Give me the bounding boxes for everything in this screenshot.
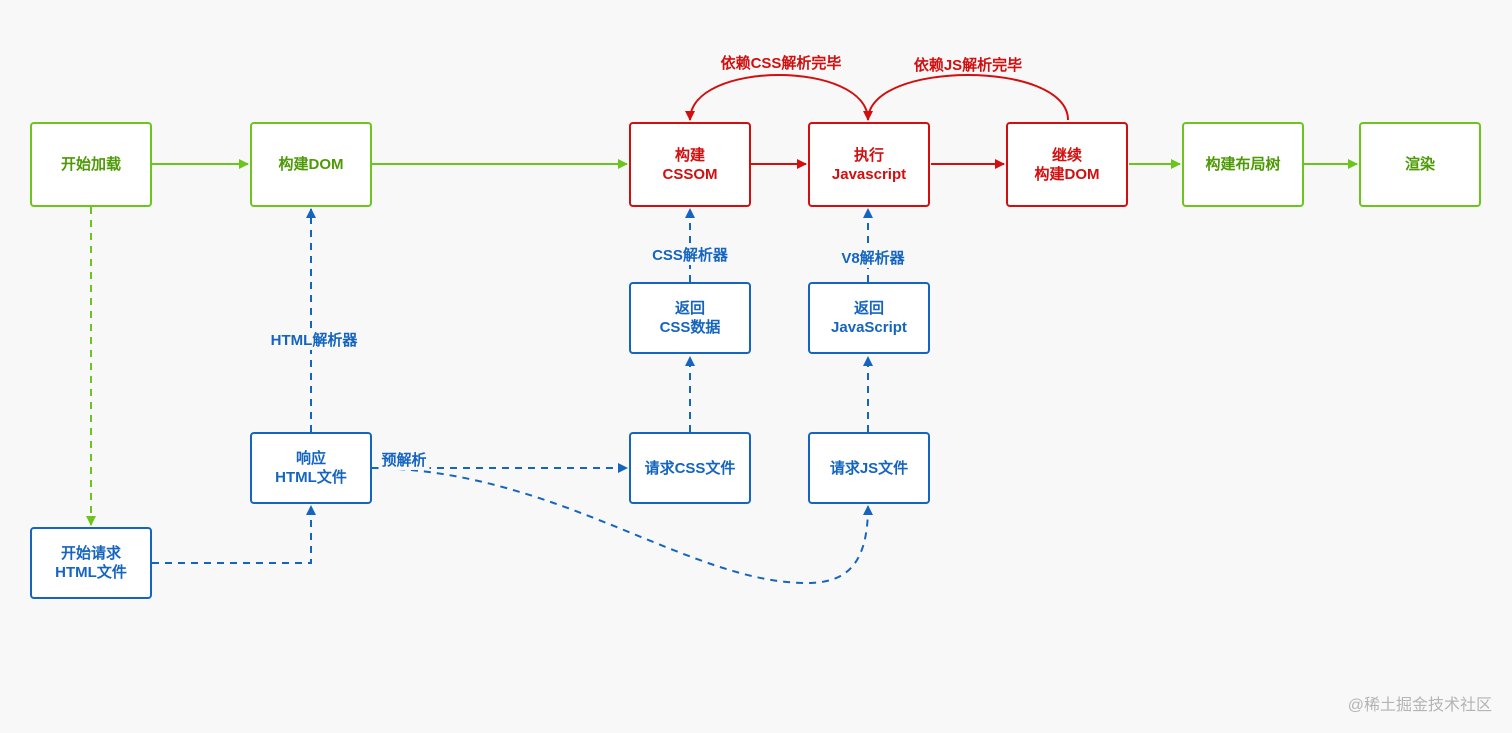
node-start-load-label: 开始加载 (60, 156, 121, 173)
node-response-html-line2: HTML文件 (275, 469, 347, 486)
node-render: 渲染 (1359, 122, 1481, 207)
node-continue-dom-line2: 构建DOM (1034, 165, 1100, 183)
node-build-cssom: 构建 CSSOM (629, 122, 751, 207)
node-return-css-line2: CSS数据 (659, 319, 721, 336)
node-build-dom: 构建DOM (250, 122, 372, 207)
node-request-html: 开始请求 HTML文件 (30, 527, 152, 599)
node-return-js: 返回 JavaScript (808, 282, 930, 354)
label-v8-parser: V8解析器 (838, 247, 908, 268)
label-dep-js: 依赖JS解析完毕 (913, 57, 1023, 74)
label-html-parser: HTML解析器 (267, 329, 361, 350)
node-continue-dom: 继续 构建DOM (1006, 122, 1128, 207)
node-return-css: 返回 CSS数据 (629, 282, 751, 354)
node-request-css: 请求CSS文件 (629, 432, 751, 504)
node-build-cssom-line2: CSSOM (662, 165, 718, 183)
arrow-css-dependency (685, 74, 869, 121)
node-exec-js: 执行 Javascript (808, 122, 930, 207)
label-css-parser: CSS解析器 (649, 244, 731, 265)
node-layout-tree: 构建布局树 (1182, 122, 1304, 207)
node-response-html-line1: 响应 (295, 450, 326, 467)
node-build-cssom-line1: 构建 (674, 146, 705, 164)
node-layout-tree-label: 构建布局树 (1205, 156, 1281, 173)
node-response-html: 响应 HTML文件 (250, 432, 372, 504)
node-start-load: 开始加载 (30, 122, 152, 207)
label-preparse: 预解析 (378, 449, 430, 470)
node-request-js-label: 请求JS文件 (829, 459, 909, 477)
node-exec-js-line1: 执行 (853, 146, 884, 164)
node-return-css-line1: 返回 (674, 300, 705, 317)
node-request-js: 请求JS文件 (808, 432, 930, 504)
node-render-label: 渲染 (1404, 156, 1435, 173)
watermark: @稀土掘金技术社区 (1347, 697, 1492, 714)
node-continue-dom-line1: 继续 (1051, 146, 1082, 164)
node-request-css-label: 请求CSS文件 (644, 459, 736, 477)
label-dep-css: 依赖CSS解析完毕 (720, 55, 842, 72)
node-return-js-line2: JavaScript (831, 319, 907, 336)
node-exec-js-line2: Javascript (831, 165, 907, 183)
node-request-html-line1: 开始请求 (60, 545, 121, 562)
arrow-response-to-request-js (371, 467, 873, 585)
node-build-dom-label: 构建DOM (278, 156, 344, 173)
node-request-html-line2: HTML文件 (55, 564, 127, 581)
node-return-js-line1: 返回 (853, 300, 884, 317)
arrow-js-dependency (863, 74, 1069, 121)
arrow-request-to-response (152, 505, 316, 564)
